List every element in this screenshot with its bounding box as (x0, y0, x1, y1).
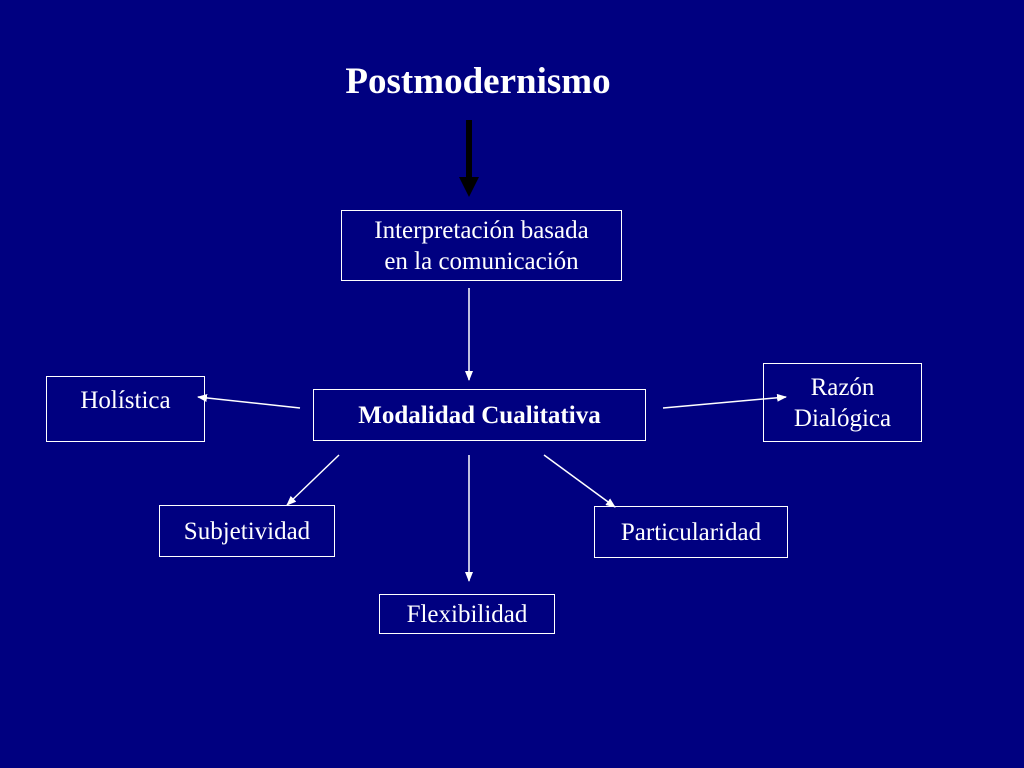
node-modalidad-cualitativa-label: Modalidad Cualitativa (358, 401, 601, 429)
node-modalidad-cualitativa: Modalidad Cualitativa (313, 389, 646, 441)
diagram-title: Postmodernismo (345, 61, 611, 102)
node-particularidad-label: Particularidad (620, 518, 762, 546)
node-subjetividad: Subjetividad (159, 505, 335, 557)
node-razon-dialogica: Razón Dialógica (763, 363, 922, 442)
node-holistica: Holística (46, 376, 205, 442)
node-razon-line1: Razón (810, 373, 875, 401)
title-arrow (459, 120, 479, 197)
node-flexibilidad: Flexibilidad (379, 594, 555, 634)
node-particularidad: Particularidad (594, 506, 788, 558)
node-flexibilidad-label: Flexibilidad (406, 600, 528, 628)
arrow-modalidad-to-particularidad (543, 454, 616, 508)
node-subjetividad-label: Subjetividad (183, 517, 311, 545)
node-interpretacion: Interpretación basada en la comunicación (341, 210, 622, 281)
arrow-modalidad-to-holistica (197, 393, 301, 409)
node-holistica-label: Holística (80, 387, 171, 414)
arrow-modalidad-to-subjetividad (286, 454, 340, 506)
node-interpretacion-line2: en la comunicación (384, 247, 579, 275)
node-interpretacion-line1: Interpretación basada (374, 216, 589, 244)
node-razon-line2: Dialógica (793, 404, 892, 432)
